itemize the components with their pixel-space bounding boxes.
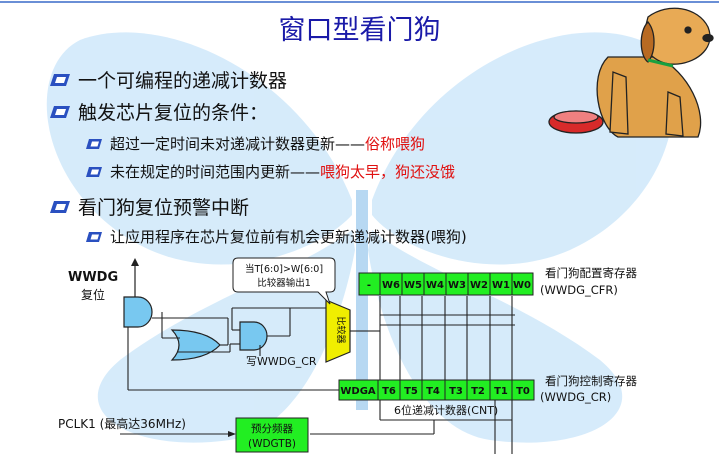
- prescaler-label: 预分频器: [251, 422, 293, 435]
- cfr-register: - W6 W5 W4 W3 W2 W1 W0: [358, 272, 534, 296]
- bullet-icon: [50, 73, 70, 86]
- and-gate-reset: [123, 296, 153, 328]
- bullet-text: 超过一定时间未对递减计数器更新——: [110, 135, 366, 153]
- comparator-label: 比较器: [335, 316, 347, 343]
- counter-label: 6位递减计数器(CNT): [394, 403, 498, 417]
- bullet-3-sub-1: 让应用程序在芯片复位前有机会更新递减计数器(喂狗): [84, 226, 467, 247]
- bullet-highlight: 喂狗太早，狗还没饿: [320, 163, 456, 181]
- bullet-2-sub-2: 未在规定的时间范围内更新——喂狗太早，狗还没饿: [84, 161, 455, 182]
- bullet-icon: [86, 138, 102, 149]
- cr-bit: T0: [516, 386, 530, 397]
- cfr-bit: W2: [470, 280, 488, 291]
- pclk-label: PCLK1 (最高达36MHz): [58, 416, 186, 431]
- bullet-highlight: 俗称喂狗: [365, 135, 426, 153]
- cfr-name: 看门狗配置寄存器: [545, 266, 637, 280]
- prescaler-reg: (WDGTB): [248, 438, 296, 450]
- title-rule: [0, 1, 719, 3]
- cfr-bit: W1: [492, 280, 510, 291]
- bullet-2: 触发芯片复位的条件：: [48, 98, 268, 125]
- bullet-text: 一个可编程的递减计数器: [78, 70, 288, 92]
- cfr-bit: W4: [426, 280, 444, 291]
- bullet-text: 触发芯片复位的条件：: [78, 102, 269, 124]
- comparator: [325, 299, 351, 363]
- cr-bit: T3: [449, 386, 463, 397]
- slide-title: 窗口型看门狗: [278, 15, 441, 46]
- reset-label: 复位: [81, 287, 105, 302]
- bullet-icon: [86, 231, 102, 242]
- bullet-2-sub-1: 超过一定时间未对递减计数器更新——俗称喂狗: [84, 133, 425, 154]
- bullet-text: 让应用程序在芯片复位前有机会更新递减计数器(喂狗): [110, 228, 467, 246]
- wwdg-label: WWDG: [68, 270, 118, 285]
- callout-line2: 比较器输出1: [257, 277, 311, 289]
- cr-bit: T2: [471, 386, 485, 397]
- bullet-3: 看门狗复位预警中断: [48, 193, 249, 220]
- cr-bit: T5: [404, 386, 418, 397]
- cr-bit: WDGA: [340, 386, 376, 397]
- callout-bubble: [232, 257, 336, 305]
- bullet-icon: [50, 200, 70, 213]
- bullet-text: 未在规定的时间范围内更新——: [110, 163, 321, 181]
- cr-name: 看门狗控制寄存器: [545, 374, 637, 388]
- bullet-1: 一个可编程的递减计数器: [48, 66, 287, 93]
- bullet-icon: [86, 166, 102, 177]
- cfr-reg: (WWDG_CFR): [540, 283, 618, 297]
- bullet-text: 看门狗复位预警中断: [78, 197, 250, 219]
- or-gate: [170, 329, 221, 361]
- and-gate-write: [239, 321, 268, 351]
- cfr-bit: W0: [513, 280, 531, 291]
- cr-bit: T4: [426, 386, 440, 397]
- cfr-bit: W5: [404, 280, 422, 291]
- cfr-bit: W6: [382, 280, 400, 291]
- callout-line1: 当T[6:0]>W[6:0]: [245, 263, 323, 275]
- cr-bit: T6: [382, 386, 396, 397]
- cfr-bit: W3: [448, 280, 466, 291]
- dog-illustration: [548, 7, 714, 138]
- cr-reg: (WWDG_CR): [540, 390, 611, 404]
- cfr-bit: -: [367, 280, 371, 291]
- write-label: 写WWDG_CR: [246, 355, 317, 368]
- cr-register: WDGA T6 T5 T4 T3 T2 T1 T0: [338, 379, 535, 401]
- prescaler-block: [235, 417, 309, 453]
- cr-bit: T1: [494, 386, 508, 397]
- bullet-icon: [50, 105, 70, 118]
